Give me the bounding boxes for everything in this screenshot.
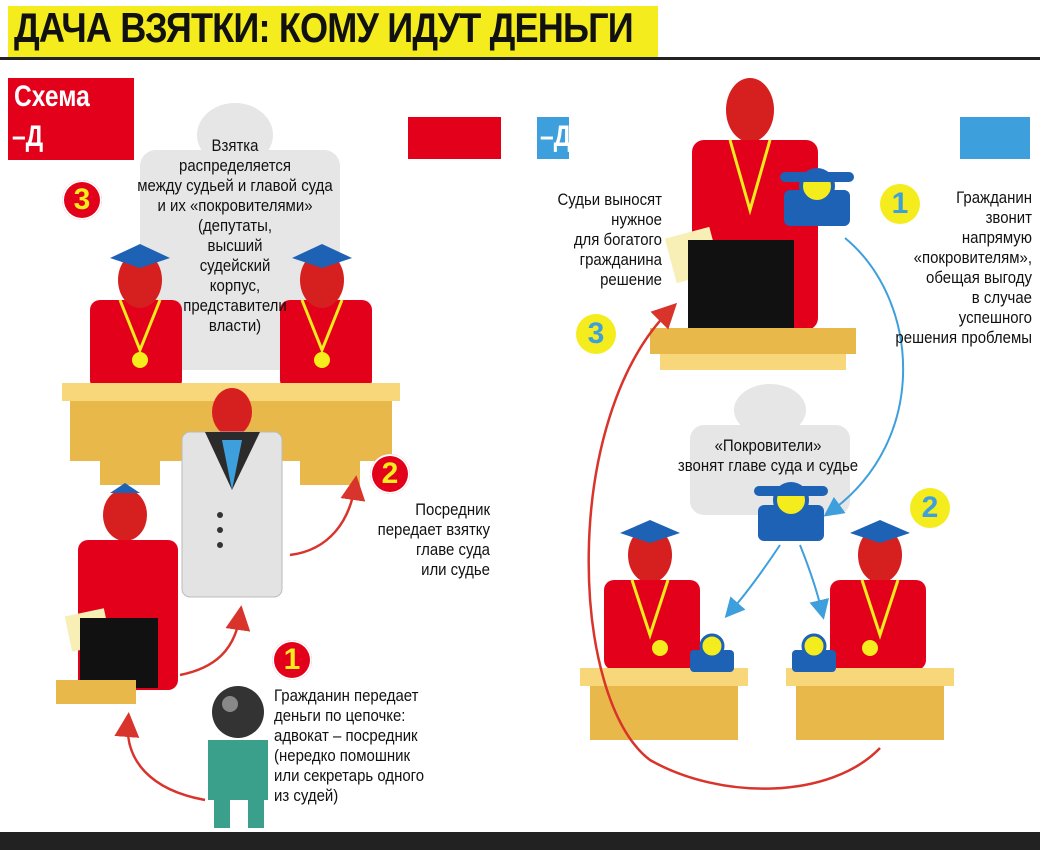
judge-cap-icon — [110, 244, 170, 268]
judge-cap-icon — [850, 520, 910, 543]
left-scheme-label: Схема — [14, 80, 90, 113]
left-step-3-text: Взятка распределяется между судьей и гла… — [137, 136, 333, 335]
bottom-rule — [0, 832, 1040, 850]
judge-cap-icon — [620, 520, 680, 543]
arrow-intermediary-to-judges — [289, 475, 366, 557]
judge-figure-left-1 — [90, 244, 182, 390]
title-rule — [0, 57, 1040, 60]
briefcase-icon — [80, 618, 158, 688]
phone-icon — [780, 168, 854, 226]
left-scheme-sublabel: –Д — [12, 120, 44, 153]
left-step-3-badge: 3 — [62, 180, 102, 220]
judge-figure-bottom-right-2 — [786, 520, 954, 740]
intermediary-figure — [181, 388, 283, 598]
medal-icon — [132, 352, 148, 368]
right-step-1-badge: 1 — [880, 184, 920, 224]
arrow-judges-to-decision — [587, 302, 881, 790]
right-step-2-text: «Покровители» звонят главе суда и судье — [677, 436, 859, 475]
phone-icon — [690, 633, 734, 672]
judge-figure-top-right — [650, 78, 856, 370]
briefcase-icon — [688, 240, 794, 330]
arrow-lawyer-to-intermediary — [179, 605, 251, 677]
right-step-2-badge: 2 — [910, 488, 950, 528]
medal-icon — [314, 352, 330, 368]
arrow-patrons-to-judge-2 — [799, 544, 829, 620]
medal-icon — [862, 640, 878, 656]
title-banner — [8, 6, 658, 58]
arrow-citizen-to-patrons — [823, 237, 905, 517]
right-step-3-text: Судьи выносят нужное для богатого гражда… — [557, 190, 662, 289]
left-scheme-label-box — [8, 78, 134, 160]
right-scheme-label-box — [537, 117, 569, 159]
arrow-citizen-to-lawyer — [114, 712, 206, 802]
citizen-figure-left — [208, 686, 268, 828]
left-step-1-text: Гражданин передает деньги по цепочке: ад… — [274, 686, 425, 805]
phone-icon — [754, 482, 828, 541]
right-step-3-badge: 3 — [576, 314, 616, 354]
page-title: ДАЧА ВЗЯТКИ: КОМУ ИДУТ ДЕНЬГИ — [14, 4, 634, 51]
phone-icon — [792, 633, 836, 672]
right-scheme-label: –Д — [540, 120, 572, 153]
medal-icon — [652, 640, 668, 656]
left-step-2-text: Посредник передает взятку главе суда или… — [377, 500, 490, 579]
judge-figure-left-2 — [280, 244, 372, 390]
left-scheme-accent-bar — [408, 117, 501, 159]
judge-cap-icon — [292, 244, 352, 268]
judge-figure-bottom-right-1 — [580, 520, 748, 740]
lawyer-figure — [56, 483, 178, 704]
arrow-patrons-to-judge-1 — [724, 544, 781, 618]
right-scheme-accent-bar — [960, 117, 1030, 159]
right-step-1-text: Гражданин звонит напрямую «покровителям»… — [895, 188, 1032, 347]
left-step-1-badge: 1 — [272, 640, 312, 680]
left-step-2-badge: 2 — [370, 454, 410, 494]
